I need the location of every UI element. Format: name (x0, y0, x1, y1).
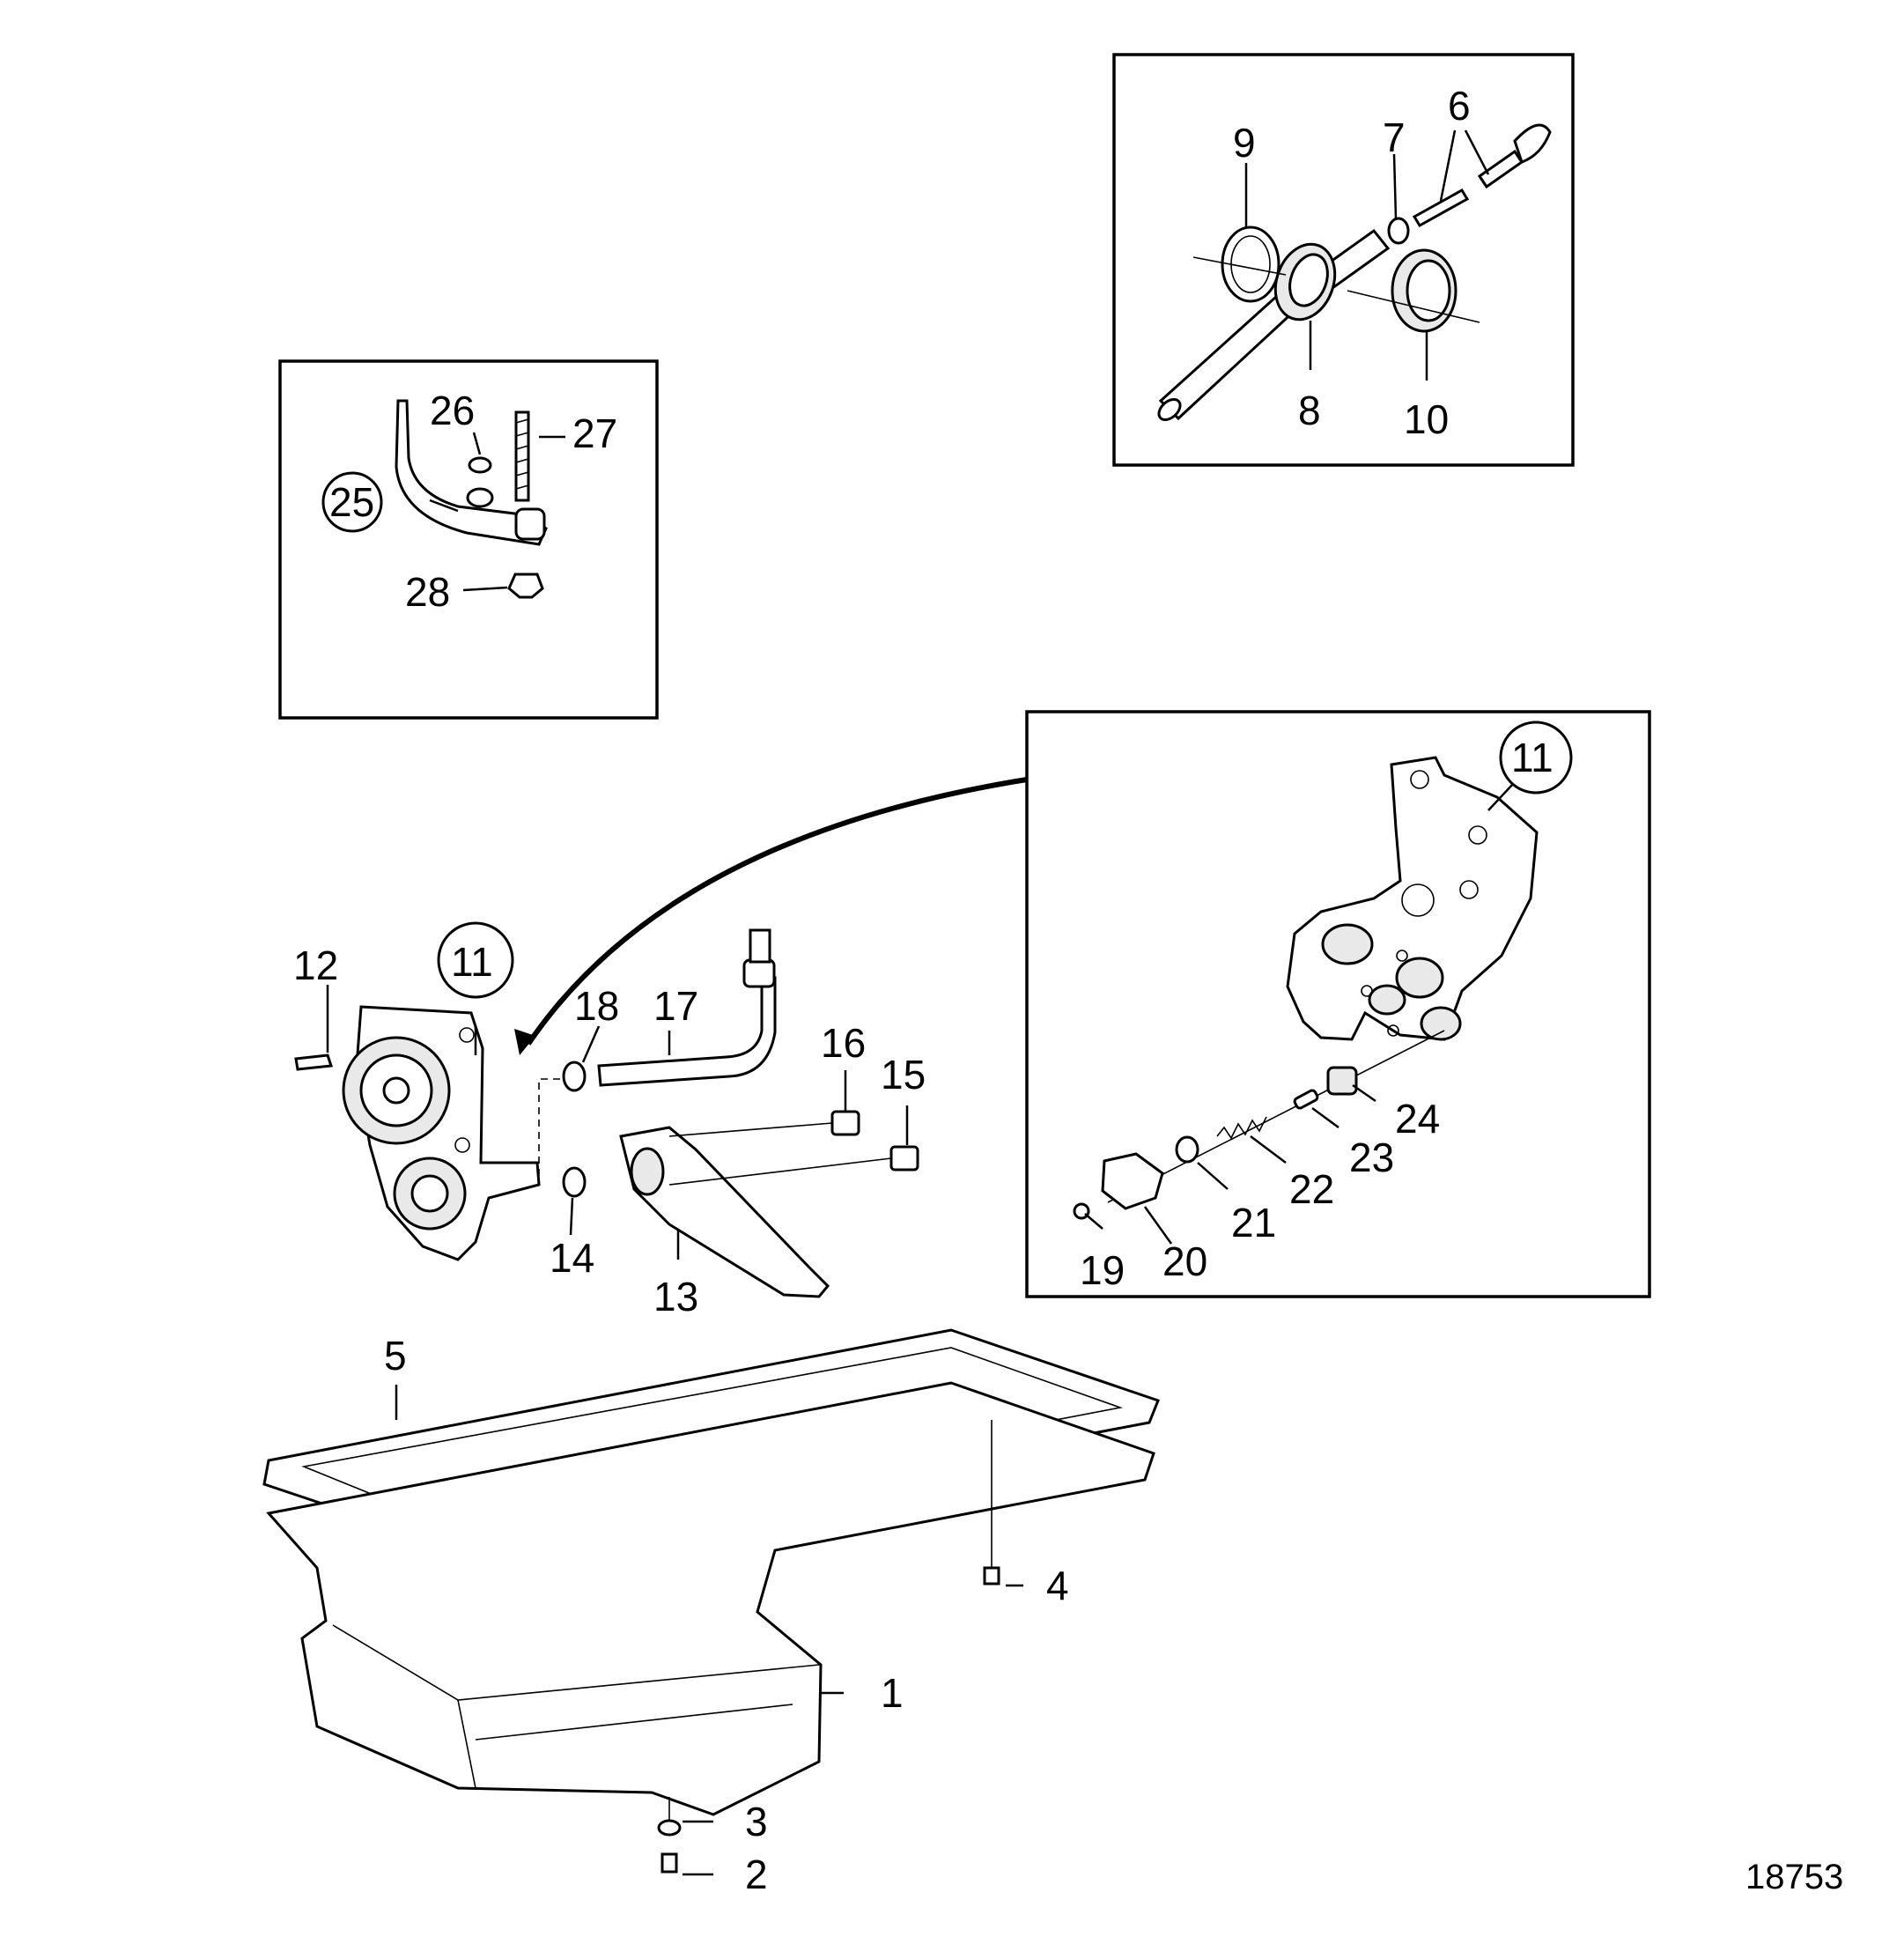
callout-16: 16 (821, 1020, 866, 1066)
inset-oil-pipe (278, 359, 659, 720)
callout-19: 19 (1080, 1247, 1125, 1293)
callout-25: 25 (329, 479, 374, 525)
part-20-cover (1101, 1152, 1164, 1210)
callout-7: 7 (1383, 115, 1406, 160)
callout-21: 21 (1231, 1200, 1276, 1245)
callout-20: 20 (1162, 1238, 1207, 1284)
part-18-washer (562, 1061, 587, 1092)
part-24-plug (1326, 1066, 1358, 1096)
part-16-bolt (668, 1110, 860, 1137)
callout-labels: 1 2 3 4 5 6 7 8 9 10 11 11 12 13 14 15 1… (293, 83, 1843, 1897)
part-15-bolt (668, 1145, 919, 1186)
callout-17: 17 (653, 983, 698, 1029)
part-1-oil-pan (266, 1381, 1155, 1816)
callout-23: 23 (1349, 1135, 1394, 1180)
dipstick-tube (1157, 228, 1391, 422)
callout-6: 6 (1448, 83, 1471, 129)
part-13-strainer (619, 1126, 830, 1298)
callout-25-circle (321, 471, 383, 533)
inset-frame (278, 359, 659, 720)
callout-9: 9 (1233, 120, 1256, 166)
callout-27: 27 (572, 410, 617, 456)
part-23-piston (1293, 1089, 1319, 1110)
part-28-nut (507, 573, 544, 599)
callout-14: 14 (550, 1235, 594, 1281)
part-17-pipe (597, 928, 777, 1087)
inset-dipstick-tube (1112, 53, 1575, 467)
part-27-stud (514, 410, 530, 502)
part-12-bolt (294, 1053, 334, 1071)
oil-pump-assembly (294, 921, 568, 1261)
part-25-pipe (395, 399, 548, 546)
part-14-washer (562, 1166, 587, 1198)
callout-24: 24 (1395, 1096, 1440, 1142)
part-26-washer (468, 456, 492, 474)
part-9-o-ring (1192, 225, 1287, 303)
callout-3: 3 (745, 1799, 768, 1844)
callout-22: 22 (1289, 1166, 1334, 1212)
callout-1: 1 (881, 1670, 904, 1716)
callout-5: 5 (384, 1333, 407, 1379)
callout-18: 18 (574, 983, 619, 1029)
part-4-bolt (983, 1420, 1023, 1587)
callout-28: 28 (405, 569, 450, 615)
callout-11b-circle (1499, 721, 1573, 795)
callout-26: 26 (430, 388, 475, 433)
callout-15: 15 (881, 1052, 926, 1098)
part-2-plug (660, 1852, 713, 1876)
part-22-spring (1216, 1116, 1267, 1140)
callout-8: 8 (1298, 388, 1321, 433)
part-6-dipstick (1412, 123, 1552, 228)
callout-2: 2 (745, 1852, 768, 1897)
inset-frame (1112, 53, 1575, 467)
pump-housing-detail (1286, 756, 1539, 1041)
inset-frame (1025, 710, 1651, 1298)
callout-10: 10 (1404, 396, 1449, 442)
figure-reference-number: 18753 (1745, 1858, 1843, 1896)
part-3-washer (657, 1797, 713, 1837)
part-7-ring (1387, 217, 1410, 245)
callout-11-inset: 11 (1511, 735, 1553, 780)
callout-11a-circle (437, 921, 514, 999)
part-21-washer (1175, 1135, 1199, 1164)
callout-13: 13 (653, 1274, 698, 1319)
callout-12: 12 (293, 942, 338, 988)
detail-arrow (514, 777, 1028, 1055)
callout-11-pump: 11 (451, 939, 493, 985)
inset-relief-valve (1025, 710, 1651, 1298)
callout-4: 4 (1046, 1563, 1069, 1608)
part-10-nut (1347, 248, 1480, 333)
